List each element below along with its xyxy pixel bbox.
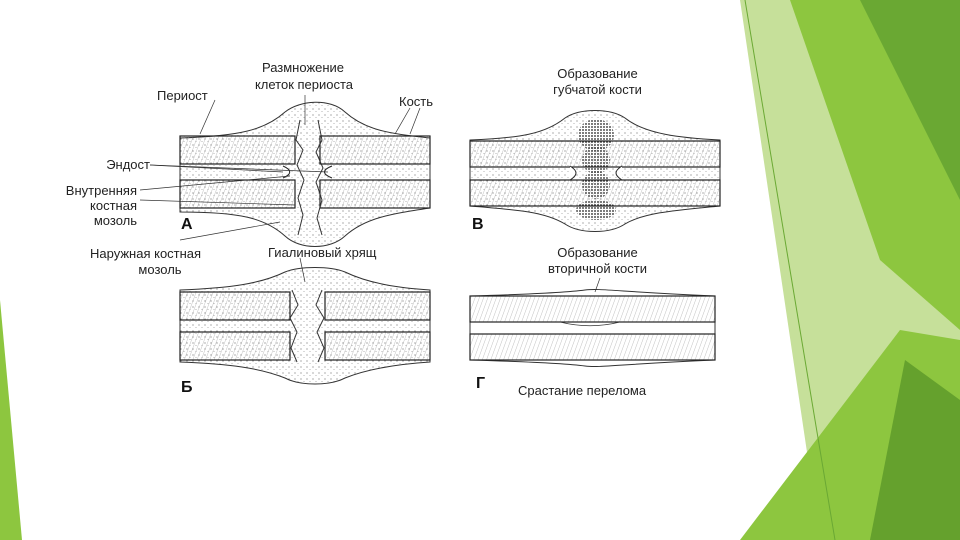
label-kost: Кость	[399, 94, 433, 109]
bone-upper-right-b	[325, 292, 430, 320]
label-srastanie: Срастание перелома	[518, 383, 646, 398]
label-vtorich-2: вторичной кости	[535, 261, 660, 276]
bone-upper-left-b	[180, 292, 290, 320]
spongy-bone-v2	[582, 146, 610, 174]
label-gialin: Гиалиновый хрящ	[268, 245, 377, 260]
label-vnutr-1: Внутренняя	[40, 183, 137, 198]
label-periost: Периост	[157, 88, 208, 103]
label-gubch-1: Образование	[535, 66, 660, 81]
panel-letter-a: А	[181, 216, 193, 234]
bone-lower-g	[470, 334, 715, 360]
bone-upper-left-a	[180, 136, 295, 164]
label-razmnozhenie-1: Размножение	[248, 60, 358, 75]
bone-lower-right-b	[325, 332, 430, 360]
panel-letter-b: Б	[181, 379, 193, 397]
spongy-bone-v4	[576, 200, 616, 220]
bone-lower-left-a	[180, 180, 295, 208]
bone-lower-right-a	[320, 180, 430, 208]
bone-upper-right-a	[320, 136, 430, 164]
label-endost: Эндост	[60, 157, 150, 172]
label-naruzh-1: Наружная костная	[90, 246, 201, 261]
bone-upper-g	[470, 296, 715, 322]
panel-letter-v: В	[472, 216, 484, 234]
panel-g	[470, 278, 715, 367]
callus-outline-b	[180, 268, 430, 385]
label-razmnozhenie-2: клеток периоста	[240, 77, 368, 92]
label-vtorich-1: Образование	[535, 245, 660, 260]
spongy-bone-v3	[582, 171, 610, 199]
panel-v	[470, 111, 720, 232]
label-gubch-2: губчатой кости	[535, 82, 660, 97]
label-vnutr-3: мозоль	[40, 213, 137, 228]
label-naruzh-2: мозоль	[90, 262, 230, 277]
label-vnutr-2: костная	[40, 198, 137, 213]
panel-letter-g: Г	[476, 375, 485, 393]
bone-lower-left-b	[180, 332, 290, 360]
